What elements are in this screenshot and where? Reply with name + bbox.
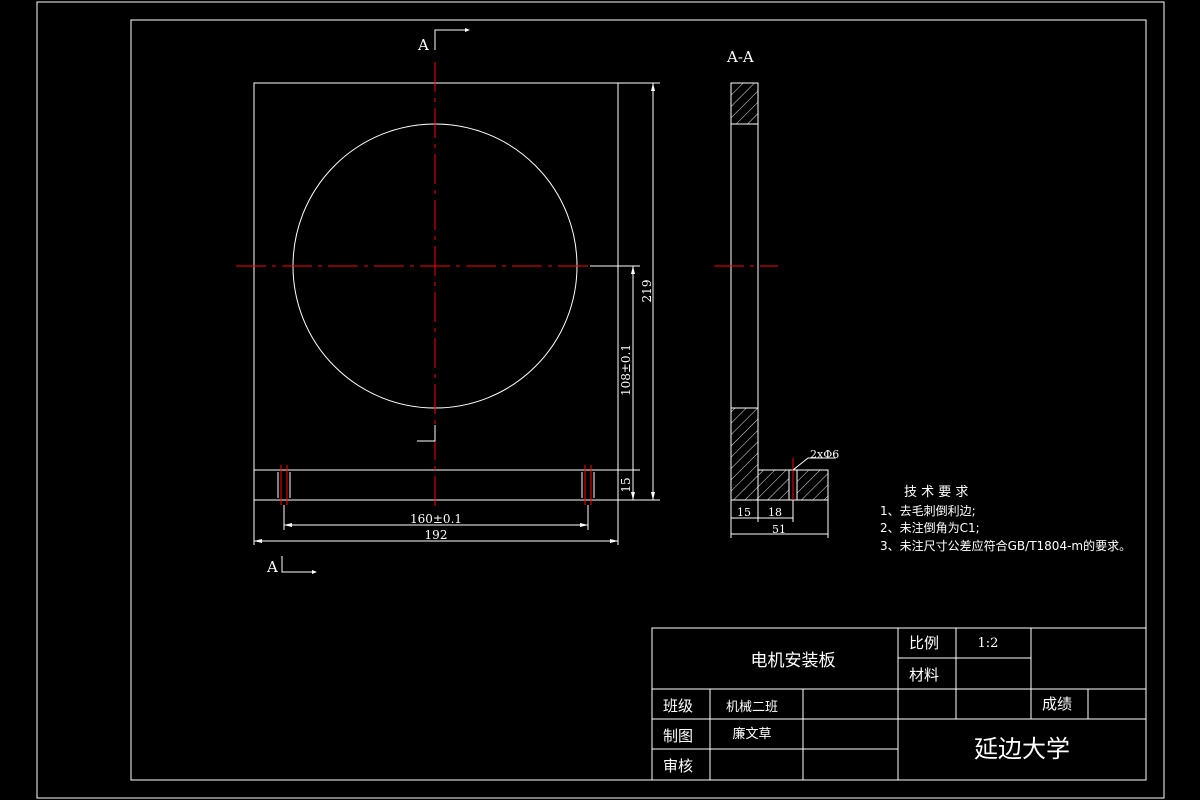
scale-value: 1:2	[978, 636, 999, 651]
review-label: 审核	[663, 757, 693, 775]
part-name: 电机安装板	[751, 651, 836, 671]
outer-border	[36, 1, 1165, 799]
note-2: 2、未注倒角为C1;	[880, 520, 980, 535]
drawn-label: 制图	[663, 727, 693, 745]
class-label: 班级	[663, 697, 693, 715]
front-view: A A 219 108±0.1 15	[236, 28, 660, 576]
hatch-lower	[730, 407, 759, 501]
notes-title: 技 术 要 求	[904, 485, 968, 500]
section-mark-bottom	[281, 556, 312, 573]
drawn-value: 廉文草	[732, 726, 771, 742]
hatch-base-right	[796, 469, 829, 501]
section-view: A-A 2xΦ6 15 18 51	[714, 48, 839, 538]
dim-height-slot: 15	[618, 469, 640, 493]
class-value: 机械二班	[726, 700, 778, 715]
plate-outline	[253, 82, 619, 501]
dim-width-total: 192	[253, 500, 619, 545]
svg-text:192: 192	[425, 528, 448, 542]
inner-border	[130, 19, 1147, 781]
dim-height-center: 108±0.1	[590, 265, 640, 500]
svg-text:108±0.1: 108±0.1	[619, 344, 633, 396]
slot-left	[277, 465, 291, 505]
dim-height-total: 219	[618, 82, 660, 501]
note-1: 1、去毛刺倒利边;	[880, 504, 976, 518]
school-name: 延边大学	[974, 735, 1070, 763]
section-mark-top	[434, 29, 465, 50]
grade-label: 成绩	[1042, 695, 1072, 713]
section-label-top: A	[417, 36, 429, 54]
cut-line-end	[417, 425, 436, 442]
dim-15: 15	[737, 506, 751, 519]
dim-51: 51	[772, 523, 786, 536]
title-block: 电机安装板 比例 1:2 材料 成绩 班级 机械二班 制图 廉文草 审核 延边大…	[651, 627, 1147, 781]
material-label: 材料	[909, 666, 939, 684]
section-title: A-A	[726, 48, 754, 66]
technical-notes: 技 术 要 求 1、去毛刺倒利边; 2、未注倒角为C1; 3、未注尺寸公差应符合…	[880, 485, 1131, 553]
hole-leader	[792, 457, 836, 471]
hatch-base-left	[757, 469, 790, 501]
hole-callout: 2xΦ6	[810, 448, 839, 461]
svg-text:160±0.1: 160±0.1	[410, 512, 462, 526]
dim-width-slots: 160±0.1	[283, 505, 589, 530]
hatch-top	[730, 82, 759, 125]
slot-right	[581, 465, 595, 505]
dim-18: 18	[768, 506, 782, 519]
svg-text:219: 219	[640, 280, 654, 303]
scale-label: 比例	[909, 634, 939, 652]
svg-text:15: 15	[619, 477, 633, 492]
section-label-bottom: A	[266, 558, 278, 576]
note-3: 3、未注尺寸公差应符合GB/T1804-m的要求。	[880, 538, 1131, 553]
